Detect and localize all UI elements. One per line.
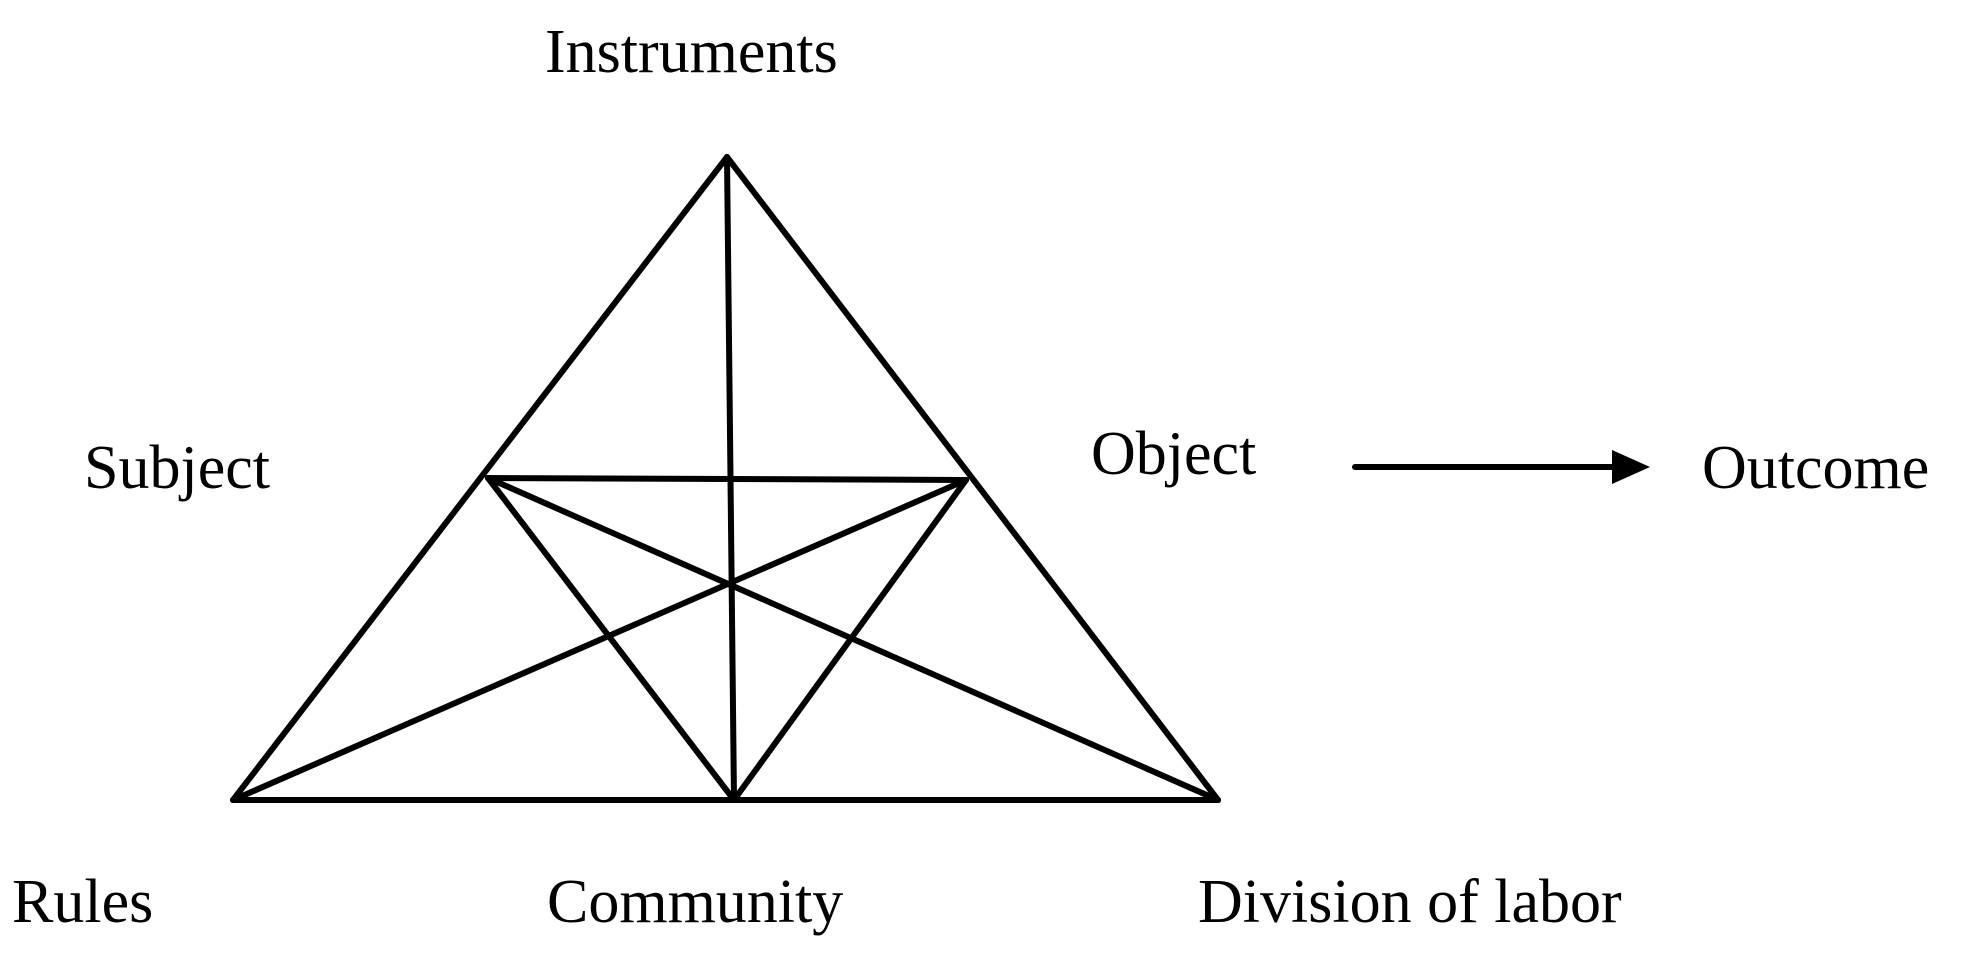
edge-subject-object — [485, 475, 969, 483]
edge-object-rules — [230, 477, 969, 803]
edge-subject-division-of-labor — [485, 475, 1221, 803]
edge-subject-community — [485, 475, 737, 803]
label-subject: Subject — [84, 434, 270, 502]
label-object: Object — [1091, 420, 1256, 488]
arrowhead-icon — [1612, 450, 1650, 484]
label-rules: Rules — [12, 868, 153, 936]
label-community: Community — [547, 868, 843, 936]
label-outcome: Outcome — [1702, 434, 1929, 502]
triangle-lines — [230, 154, 1221, 803]
node-labels: Instruments Subject Object Outcome Rules… — [12, 18, 1929, 936]
label-instruments: Instruments — [545, 18, 838, 86]
edge-instruments-rules — [230, 154, 730, 803]
edge-instruments-division-of-labor — [724, 154, 1221, 803]
outcome-arrow — [1352, 450, 1650, 484]
label-division-of-labor: Division of labor — [1198, 868, 1622, 936]
